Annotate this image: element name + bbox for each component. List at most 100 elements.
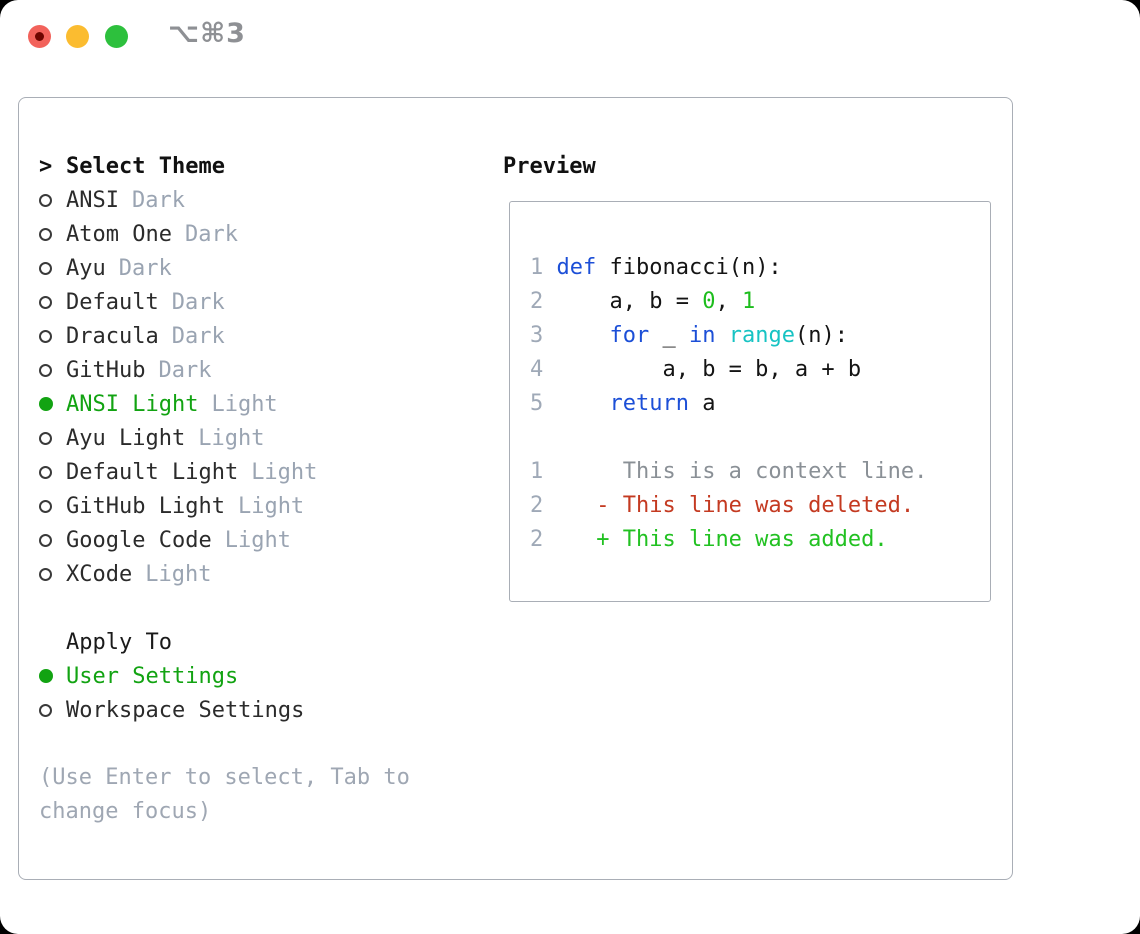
marker-cell <box>39 397 66 411</box>
theme-variant: Light <box>211 391 278 417</box>
theme-variant: Dark <box>158 357 212 383</box>
code-segment: fibonacci(n): <box>596 255 782 280</box>
theme-variant: Light <box>224 527 291 553</box>
code-segment: + This line was added. <box>556 527 888 552</box>
theme-variant: Light <box>198 425 265 451</box>
radio-icon <box>39 703 52 717</box>
theme-variant: Dark <box>171 323 225 349</box>
code-line: 5 return a <box>530 387 927 421</box>
code-line: 1 This is a context line. <box>530 455 927 489</box>
code-segment: a <box>688 391 716 416</box>
code-line: 4 a, b = b, a + b <box>530 353 927 387</box>
line-number: 4 <box>530 357 557 382</box>
theme-option[interactable]: Ayu Light Light <box>39 421 317 455</box>
theme-select-header: > Select Theme <box>39 149 317 183</box>
code-line: 3 for _ in range(n): <box>530 319 927 353</box>
theme-option[interactable]: Google Code Light <box>39 523 317 557</box>
apply-option-label: Workspace Settings <box>66 697 305 723</box>
theme-option[interactable]: Dracula Dark <box>39 319 317 353</box>
theme-option[interactable]: XCode Light <box>39 557 317 591</box>
radio-icon <box>39 295 52 309</box>
window-shortcut-label: ⌥⌘3 <box>168 18 246 49</box>
theme-name: Google Code <box>66 527 212 553</box>
radio-icon <box>39 567 52 581</box>
code-segment: for <box>609 323 650 348</box>
line-number: 1 <box>530 255 557 280</box>
radio-icon <box>39 329 52 343</box>
marker-cell <box>39 669 66 683</box>
theme-name: ANSI Light <box>66 391 199 417</box>
theme-variant: Dark <box>171 289 225 315</box>
marker-cell <box>39 703 66 717</box>
line-number: 3 <box>530 323 557 348</box>
marker-cell <box>39 431 66 445</box>
radio-icon <box>39 499 52 513</box>
theme-option[interactable]: GitHub Light Light <box>39 489 317 523</box>
theme-name: Default Light <box>66 459 239 485</box>
theme-name: Ayu Light <box>66 425 186 451</box>
marker-cell <box>39 329 66 343</box>
code-segment: _ <box>649 323 689 348</box>
radio-icon <box>39 193 52 207</box>
code-segment: in <box>688 323 716 348</box>
apply-option[interactable]: User Settings <box>39 659 304 693</box>
theme-name: Dracula <box>66 323 159 349</box>
theme-variant: Dark <box>131 187 185 213</box>
radio-icon <box>39 533 52 547</box>
code-line: 2 a, b = 0, 1 <box>530 285 927 319</box>
radio-icon <box>39 227 52 241</box>
close-button[interactable] <box>28 25 51 48</box>
code-segment <box>557 391 610 416</box>
code-segment: return <box>609 391 689 416</box>
marker-cell <box>39 193 66 207</box>
radio-selected-icon <box>39 397 53 411</box>
marker-cell: > <box>39 154 66 179</box>
theme-variant: Dark <box>184 221 238 247</box>
code-line: 2 - This line was deleted. <box>530 489 927 523</box>
code-segment <box>715 323 728 348</box>
marker-cell <box>39 227 66 241</box>
line-number: 2 <box>530 527 557 552</box>
theme-name: GitHub Light <box>66 493 225 519</box>
titlebar: ⌥⌘3 <box>0 0 1140 97</box>
line-number: 2 <box>530 493 557 518</box>
marker-cell <box>39 261 66 275</box>
zoom-button[interactable] <box>105 25 128 48</box>
code-line: 1 def fibonacci(n): <box>530 251 927 285</box>
marker-cell <box>39 465 66 479</box>
apply-option[interactable]: Workspace Settings <box>39 693 304 727</box>
help-line: change focus) <box>39 799 212 824</box>
theme-option[interactable]: ANSI Light Light <box>39 387 317 421</box>
code-segment: a, b = <box>556 289 703 314</box>
marker-cell <box>39 295 66 309</box>
apply-option-label: User Settings <box>66 663 239 689</box>
code-segment: range <box>728 323 795 348</box>
selected-caret-icon: > <box>39 153 53 179</box>
theme-select-header-label: Select Theme <box>66 153 225 179</box>
line-number: 5 <box>530 391 557 416</box>
marker-cell <box>39 533 66 547</box>
theme-variant: Light <box>237 493 305 519</box>
theme-name: XCode <box>66 561 133 587</box>
code-line <box>530 421 927 455</box>
marker-cell <box>39 499 66 513</box>
code-segment: - This line was deleted. <box>556 493 915 518</box>
minimize-button[interactable] <box>66 25 89 48</box>
code-segment: , <box>715 289 742 314</box>
preview-title: Preview <box>503 153 596 179</box>
radio-icon <box>39 261 52 275</box>
theme-variant: Light <box>145 561 212 587</box>
code-segment: (n): <box>794 323 848 348</box>
code-segment <box>557 323 610 348</box>
